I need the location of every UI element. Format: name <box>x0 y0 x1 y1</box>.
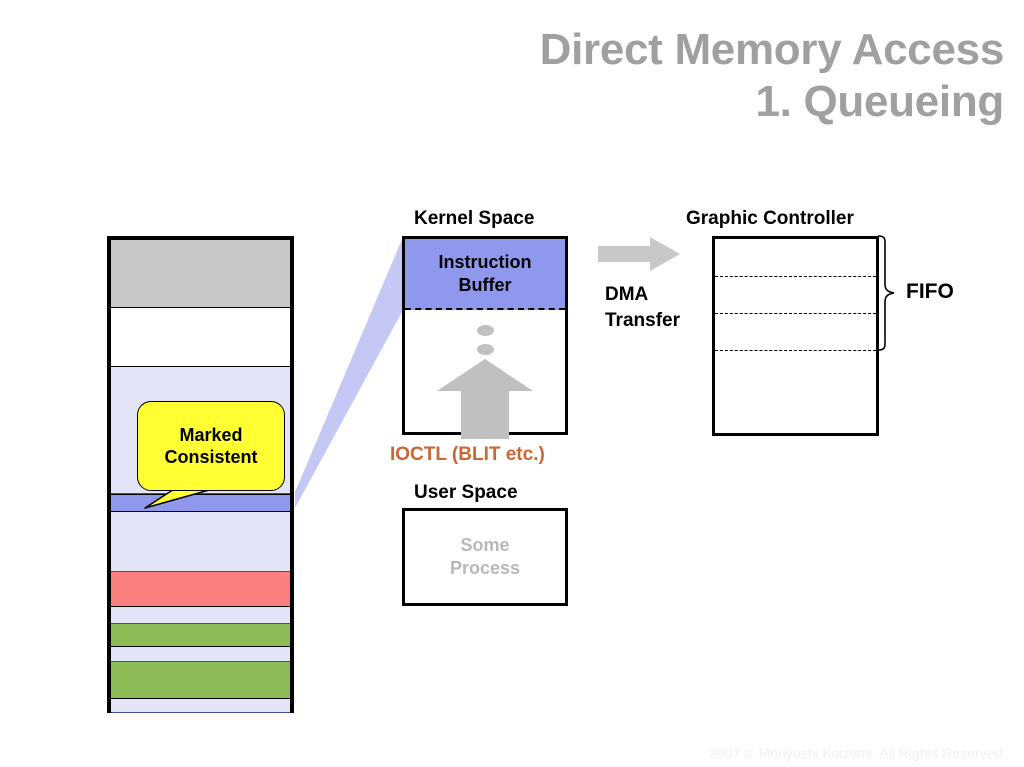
kernel-space-heading: Kernel Space <box>414 208 535 229</box>
kernel-space-box: Instruction Buffer <box>402 236 568 439</box>
fifo-brace-icon <box>877 235 895 351</box>
copyright-footer: 2007 © Moriyoshi Koizumi. All Rights Res… <box>709 745 1006 761</box>
memory-segment-9 <box>111 647 290 662</box>
dma-mapping-beam <box>295 237 403 508</box>
callout-line-1: Marked <box>179 424 243 445</box>
process-line-1: Some <box>460 534 510 555</box>
some-process-box[interactable]: Some Process <box>402 508 568 606</box>
fifo-label: FIFO <box>906 280 954 303</box>
fifo-divider-3 <box>715 350 876 351</box>
memory-segment-6 <box>111 572 290 607</box>
ioctl-label: IOCTL (BLIT etc.) <box>390 444 545 465</box>
memory-segment-5 <box>111 512 290 572</box>
dma-transfer-label: DMA Transfer <box>605 282 680 333</box>
memory-segment-7 <box>111 607 290 624</box>
dma-line-1: DMA <box>605 284 649 305</box>
marked-consistent-callout[interactable]: Marked Consistent <box>137 401 285 491</box>
dot-1 <box>476 325 494 336</box>
page-title: Direct Memory Access 1. Queueing <box>539 24 1005 128</box>
memory-segment-11 <box>111 699 290 713</box>
memory-segment-2 <box>111 308 290 367</box>
callout-line-2: Consistent <box>164 447 258 467</box>
instruction-buffer-line-1: Instruction <box>438 252 532 272</box>
fifo-divider-1 <box>715 276 876 277</box>
graphic-controller-box <box>712 236 879 436</box>
memory-segment-1 <box>111 240 290 308</box>
title-line-1: Direct Memory Access <box>539 25 1005 74</box>
ioctl-up-arrow-icon <box>437 359 533 439</box>
instruction-buffer[interactable]: Instruction Buffer <box>405 239 565 310</box>
graphic-controller-heading: Graphic Controller <box>686 208 854 229</box>
dma-transfer-arrow-icon <box>598 237 680 271</box>
process-line-2: Process <box>449 558 521 578</box>
memory-segment-8 <box>111 624 290 647</box>
user-space-heading: User Space <box>414 482 518 503</box>
fifo-divider-2 <box>715 313 876 314</box>
instruction-buffer-line-2: Buffer <box>458 274 512 295</box>
memory-segment-4 <box>111 494 290 512</box>
dma-line-2: Transfer <box>605 309 680 331</box>
memory-segment-10 <box>111 662 290 699</box>
title-line-2: 1. Queueing <box>755 76 1004 126</box>
dot-2 <box>476 344 494 355</box>
